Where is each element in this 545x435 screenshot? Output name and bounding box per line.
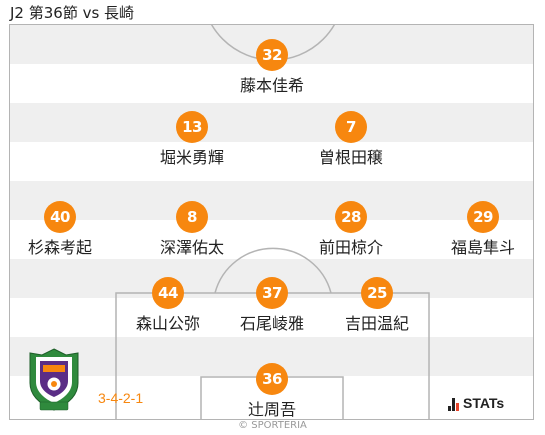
pitch-stripe [10, 181, 533, 220]
player-marker[interactable]: 32 藤本佳希 [212, 39, 332, 96]
player-number: 44 [152, 277, 184, 309]
page-title: J2 第36節 vs 長崎 [10, 4, 135, 22]
pitch [9, 24, 534, 420]
credit-text: © SPORTERIA [238, 420, 307, 431]
player-name: 堀米勇輝 [159, 148, 224, 167]
player-marker[interactable]: 36 辻周吾 [212, 363, 332, 420]
player-name: 森山公弥 [135, 314, 200, 333]
player-number: 28 [335, 201, 367, 233]
player-number: 32 [256, 39, 288, 71]
player-name: 石尾崚雅 [239, 314, 304, 333]
player-name: 前田椋介 [318, 238, 383, 257]
stats-bars-icon [448, 398, 459, 411]
player-number: 8 [176, 201, 208, 233]
pitch-stripe [10, 103, 533, 142]
player-marker[interactable]: 8 深澤佑太 [132, 201, 252, 258]
player-marker[interactable]: 44 森山公弥 [108, 277, 228, 334]
stats-logo: STATs [448, 395, 504, 411]
player-name: 藤本佳希 [239, 76, 304, 95]
player-marker[interactable]: 37 石尾崚雅 [212, 277, 332, 334]
ehime-fc-crest-icon [29, 348, 79, 411]
player-number: 37 [256, 277, 288, 309]
player-name: 杉森考起 [27, 238, 92, 257]
player-number: 36 [256, 363, 288, 395]
player-marker[interactable]: 40 杉森考起 [0, 201, 120, 258]
player-marker[interactable]: 25 吉田温紀 [317, 277, 437, 334]
player-number: 25 [361, 277, 393, 309]
player-number: 29 [467, 201, 499, 233]
player-name: 福島隼斗 [450, 238, 515, 257]
player-name: 深澤佑太 [159, 238, 224, 257]
player-marker[interactable]: 28 前田椋介 [291, 201, 411, 258]
player-number: 40 [44, 201, 76, 233]
player-name: 辻周吾 [247, 400, 296, 419]
player-name: 曽根田穣 [318, 148, 383, 167]
player-number: 13 [176, 111, 208, 143]
player-marker[interactable]: 29 福島隼斗 [423, 201, 543, 258]
player-marker[interactable]: 13 堀米勇輝 [132, 111, 252, 168]
stats-label: STATs [463, 395, 505, 411]
player-marker[interactable]: 7 曽根田穣 [291, 111, 411, 168]
player-number: 7 [335, 111, 367, 143]
player-name: 吉田温紀 [344, 314, 409, 333]
formation-label: 3-4-2-1 [98, 390, 144, 406]
